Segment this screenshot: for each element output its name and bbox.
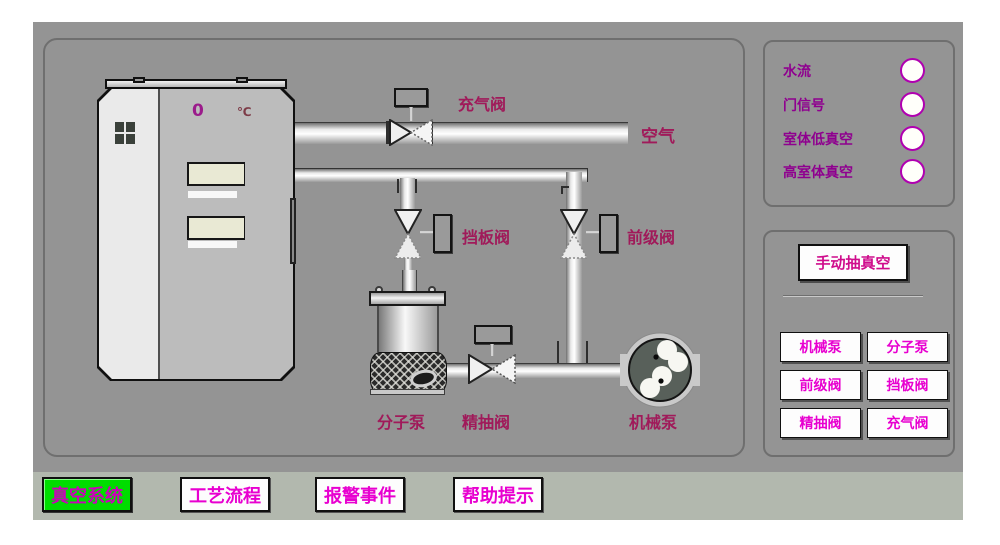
nav-vacuum-system[interactable]: 真空系统	[42, 477, 132, 512]
water-flow-label: 水流	[783, 64, 811, 80]
mechanical-pump-icon	[620, 332, 700, 408]
door-signal-lamp	[900, 92, 925, 117]
chamber-hinge	[290, 198, 296, 264]
panel-divider	[783, 295, 923, 297]
display-window	[187, 162, 245, 186]
tee-mark	[557, 341, 559, 363]
fine-valve-button[interactable]: 精抽阀	[780, 408, 861, 438]
chamber-high-vacuum-lamp	[900, 159, 925, 184]
display-bar	[188, 241, 237, 248]
molecular-pump-base	[370, 352, 447, 394]
lid-clamp	[133, 77, 145, 83]
display-window	[187, 216, 245, 240]
baffle-to-pump-stem	[404, 255, 412, 272]
inflate-valve-button[interactable]: 充气阀	[867, 408, 948, 438]
manual-vacuum-button[interactable]: 手动抽真空	[798, 244, 908, 281]
water-flow-lamp	[900, 58, 925, 83]
fine-valve-icon	[468, 354, 516, 384]
chamber-vacuum-pipe	[293, 168, 588, 182]
tee-mark	[586, 341, 588, 363]
inflate-valve-label: 充气阀	[458, 95, 507, 114]
chamber-lid	[105, 79, 287, 89]
chamber-low-vacuum-lamp	[900, 126, 925, 151]
window-grid-icon	[115, 122, 137, 146]
air-label: 空气	[641, 127, 675, 147]
pipe-collar	[386, 121, 389, 144]
process-diagram-panel	[43, 38, 745, 457]
baffle-valve-button[interactable]: 挡板阀	[867, 370, 948, 400]
inflate-valve-stem	[409, 107, 413, 121]
baffle-valve-stem	[420, 230, 435, 234]
molecular-pump-label: 分子泵	[377, 413, 426, 432]
baffle-valve-actuator	[433, 214, 452, 253]
mechanical-pump-button[interactable]: 机械泵	[780, 332, 861, 362]
fine-valve-label: 精抽阀	[462, 413, 511, 432]
nav-process-flow[interactable]: 工艺流程	[180, 477, 270, 512]
molecular-pump-body	[377, 306, 439, 352]
air-inlet-pipe	[293, 122, 628, 144]
baffle-branch-pipe	[400, 178, 415, 212]
fine-valve-actuator	[474, 325, 512, 344]
molecular-pump-flange	[369, 291, 446, 306]
branch-mark	[415, 179, 417, 193]
branch-mark	[397, 179, 399, 193]
molecular-pump-inlet-tube	[402, 270, 417, 293]
elbow-mark	[561, 186, 569, 188]
fine-valve-stem	[490, 344, 494, 356]
temperature-value: 0	[192, 101, 204, 121]
molecular-pump-rim	[370, 389, 445, 395]
lid-clamp	[236, 77, 248, 83]
chamber-high-vacuum-label: 高室体真空	[783, 165, 853, 181]
mechanical-pump-label: 机械泵	[629, 413, 678, 432]
door-signal-label: 门信号	[783, 98, 825, 114]
foreline-valve-stem	[586, 230, 600, 234]
chamber-door-split	[158, 89, 160, 379]
temperature-unit: ℃	[237, 105, 252, 119]
vacuum-chamber: 0 ℃	[99, 89, 293, 379]
baffle-valve-label: 挡板阀	[462, 228, 511, 247]
chamber-low-vacuum-label: 室体低真空	[783, 132, 853, 148]
foreline-valve-label: 前级阀	[627, 228, 676, 247]
molecular-pump-button[interactable]: 分子泵	[867, 332, 948, 362]
indicator-panel	[763, 40, 955, 207]
foreline-down-pipe	[566, 172, 582, 370]
control-button-panel	[763, 230, 955, 457]
nav-help-tips[interactable]: 帮助提示	[453, 477, 543, 512]
elbow-mark	[561, 186, 563, 194]
foreline-valve-actuator	[599, 214, 618, 253]
nav-alarm-events[interactable]: 报警事件	[315, 477, 405, 512]
display-bar	[188, 191, 237, 198]
foreline-valve-icon	[560, 209, 588, 259]
inflate-valve-icon	[389, 119, 433, 146]
inflate-valve-actuator	[394, 88, 428, 107]
foreline-valve-button[interactable]: 前级阀	[780, 370, 861, 400]
baffle-valve-icon	[394, 209, 422, 259]
